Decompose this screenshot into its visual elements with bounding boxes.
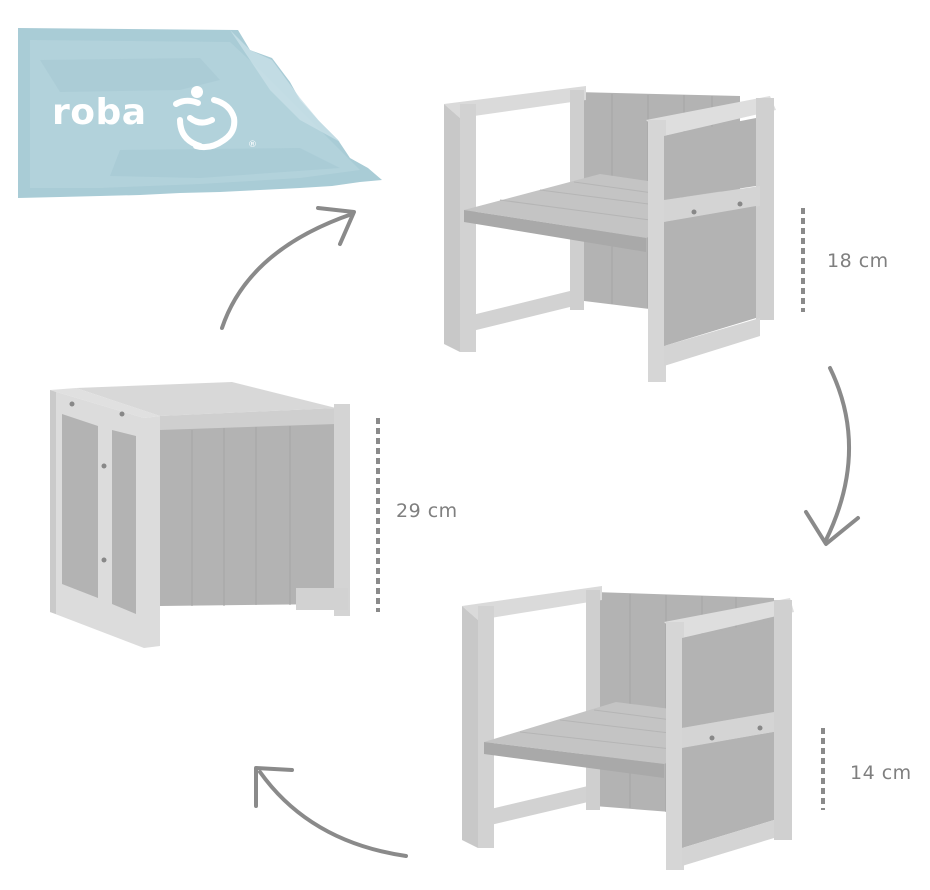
- dimension-label-bottom-right: 14 cm: [850, 762, 912, 784]
- logo-paper-background: [18, 28, 382, 198]
- dimension-label-top-right: 18 cm: [827, 250, 889, 272]
- dimension-label-left: 29 cm: [396, 500, 458, 522]
- brand-logo-text: roba: [52, 92, 147, 133]
- chair-table-position: [50, 382, 350, 648]
- curved-arrow-down-icon: [804, 366, 860, 546]
- curved-arrow-left-icon: [254, 766, 408, 858]
- chair-high-seat: [444, 86, 776, 382]
- chair-low-seat: [462, 586, 794, 870]
- curved-arrow-up-right-icon: [220, 206, 356, 330]
- registered-mark: ®: [248, 140, 257, 150]
- roba-logo-mark-icon: [173, 86, 238, 151]
